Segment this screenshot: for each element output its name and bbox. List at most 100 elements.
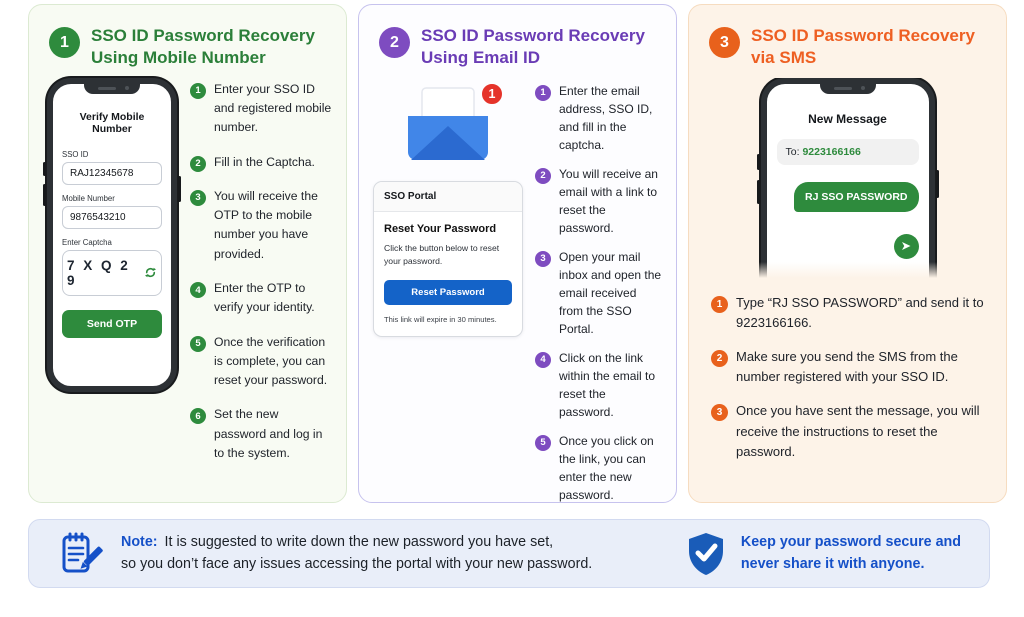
send-icon [900,240,912,252]
panel2-header: 2 SSO ID Password Recovery Using Email I… [379,25,660,70]
step-item: 1 Enter the email address, SSO ID, and f… [535,82,662,154]
panel3-title: SSO ID Password Recovery via SMS [751,25,975,70]
step-item: 3 You will receive the OTP to the mobile… [190,187,332,264]
security-group: Keep your password secure and never shar… [686,531,961,577]
captcha-box: 7 X Q 2 9 [62,249,162,296]
refresh-icon[interactable] [144,266,157,279]
note-text: Note: It is suggested to write down the n… [121,532,592,575]
step-number-badge: 3 [190,189,206,206]
phone-side-button [43,183,46,206]
step-number-badge: 6 [190,408,206,425]
phone-side-button [935,169,939,198]
step-item: 3 Open your mail inbox and open the emai… [535,248,662,338]
send-button[interactable] [893,233,919,259]
step-number-badge: 2 [535,167,551,184]
sso-portal-body: Reset Your Password Click the button bel… [374,212,522,336]
panel2-title-line2: Using Email ID [421,48,541,68]
sso-portal-app-title: SSO Portal [374,181,522,212]
step-number-badge: 2 [711,350,728,368]
email-unread-badge: 1 [480,81,504,106]
reset-password-description: Click the button below to reset your pas… [384,242,500,267]
step-item: 6 Set the new password and log in to the… [190,405,332,463]
shield-check-icon [686,531,726,577]
email-icon [398,86,498,167]
step-text: You will receive the OTP to the mobile n… [214,188,318,261]
step-text: Once you click on the link, you can ente… [559,433,654,502]
panel1-header: 1 SSO ID Password Recovery Using Mobile … [49,25,330,70]
sms-to-field[interactable]: To: 9223166166 [776,138,919,165]
phone-side-button [756,153,760,170]
note-bar: Note: It is suggested to write down the n… [28,519,990,588]
note-label: Note: [121,534,158,551]
step-item: 2 Fill in the Captcha. [190,153,332,172]
sso-portal-card: SSO Portal Reset Your Password Click the… [373,180,523,337]
panel2-number-badge: 2 [379,27,410,58]
step-number-badge: 5 [190,335,206,352]
sso-id-input[interactable]: RAJ12345678 [62,161,162,185]
panel-email-recovery: 2 SSO ID Password Recovery Using Email I… [358,4,677,503]
panel2-title: SSO ID Password Recovery Using Email ID [421,25,645,70]
note-line1: It is suggested to write down the new pa… [164,534,554,551]
phone-notch [819,82,876,94]
panel1-body: Verify Mobile Number SSO ID RAJ12345678 … [43,77,332,463]
sms-bubble-row: RJ SSO PASSWORD [777,181,919,212]
security-text: Keep your password secure and never shar… [741,532,961,575]
sms-message-bubble: RJ SSO PASSWORD [794,181,919,212]
step-text: You will receive an email with a link to… [559,166,658,235]
phone-bottom-fade [754,261,941,278]
panel3-title-line2: via SMS [751,48,817,68]
step-number-badge: 4 [535,351,551,368]
panel-row: 1 SSO ID Password Recovery Using Mobile … [28,4,1007,503]
reset-password-button[interactable]: Reset Password [384,279,512,305]
panel2-steps: 1 Enter the email address, SSO ID, and f… [523,82,662,502]
panel1-steps: 1 Enter your SSO ID and registered mobil… [177,80,332,463]
step-text: Click on the link within the email to re… [559,350,656,419]
phone-mockup-mobile: Verify Mobile Number SSO ID RAJ12345678 … [43,77,181,392]
panel-mobile-recovery: 1 SSO ID Password Recovery Using Mobile … [28,4,347,503]
step-item: 2 You will receive an email with a link … [535,165,662,237]
reset-your-password-heading: Reset Your Password [384,222,497,235]
step-text: Fill in the Captcha. [214,154,315,169]
step-item: 4 Enter the OTP to verify your identity. [190,279,332,318]
to-label: To: [785,145,800,158]
phone3-screen: New Message To: 9223166166 RJ SSO PASSWO… [767,112,929,259]
mobile-number-input[interactable]: 9876543210 [62,205,162,229]
email-icon-wrap: 1 [398,81,504,167]
panel2-left-column: 1 SSO Portal Reset Your Password Click t… [373,78,523,502]
panel3-steps: 1 Type “RJ SSO PASSWORD” and send it to … [703,293,992,462]
new-message-heading: New Message [808,111,887,126]
panel3-number-badge: 3 [709,27,740,58]
panel2-body: 1 SSO Portal Reset Your Password Click t… [373,78,662,502]
captcha-text: 7 X Q 2 9 [67,257,131,288]
panel-sms-recovery: 3 SSO ID Password Recovery via SMS New M… [688,4,1007,503]
step-number-badge: 5 [535,434,551,451]
panel3-header: 3 SSO ID Password Recovery via SMS [709,25,990,70]
security-line2: never share it with anyone. [740,555,925,572]
captcha-label: Enter Captcha [62,237,112,247]
step-item: 4 Click on the link within the email to … [535,349,662,421]
phone-side-button [43,161,46,176]
step-text: Enter the email address, SSO ID, and fil… [559,83,653,152]
step-number-badge: 4 [190,282,206,298]
step-text: Enter the OTP to verify your identity. [214,281,315,315]
step-number-badge: 1 [711,295,728,313]
security-line1: Keep your password secure and [740,534,961,551]
step-number-badge: 2 [190,155,206,172]
send-otp-button[interactable]: Send OTP [62,309,162,338]
notepad-pencil-icon [57,530,103,578]
phone-side-button [756,179,760,204]
step-item: 1 Type “RJ SSO PASSWORD” and send it to … [711,293,988,333]
verify-mobile-heading: Verify Mobile Number [79,110,145,135]
panel1-title-line2: Using Mobile Number [91,48,266,68]
sso-id-label: SSO ID [62,149,89,159]
step-text: Set the new password and log in to the s… [214,407,323,460]
link-expiry-note: This link will expire in 30 minutes. [384,314,497,324]
step-number-badge: 1 [190,82,206,99]
send-row [777,233,919,259]
step-item: 1 Enter your SSO ID and registered mobil… [190,80,332,138]
step-text: Type “RJ SSO PASSWORD” and send it to 92… [736,294,984,331]
step-text: Once you have sent the message, you will… [736,403,980,459]
step-item: 2 Make sure you send the SMS from the nu… [711,347,988,387]
step-item: 3 Once you have sent the message, you wi… [711,401,988,461]
